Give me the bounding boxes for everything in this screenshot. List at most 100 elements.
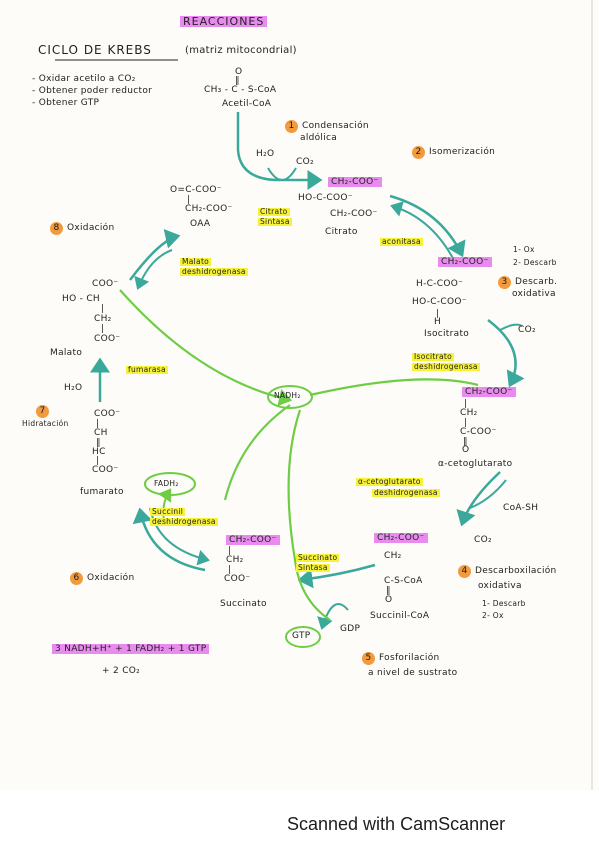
step-badge: 7 — [36, 405, 49, 418]
gdp-label: GDP — [340, 624, 361, 634]
succoa-name: Succinil-CoA — [370, 611, 430, 621]
arrow-acetylcoa-in — [236, 112, 323, 190]
enzyme-succinato-sintasa-1: Succinato — [296, 553, 340, 562]
akg-l1: CH₂-COO⁻ — [462, 387, 516, 397]
fumarato-l3: CH — [94, 428, 108, 438]
arrow-gdp-gtp — [317, 603, 349, 630]
summary-line1: 3 NADH+H⁺ + 1 FADH₂ + 1 GTP — [52, 644, 210, 654]
step-label: Oxidación — [87, 573, 135, 583]
step-label: Fosforilación — [379, 653, 440, 663]
malato-l6: COO⁻ — [94, 334, 121, 344]
step-badge: 8 — [50, 222, 63, 235]
coash-label: CoA-SH — [503, 503, 539, 513]
citrato-l2: HO-C-COO⁻ — [298, 193, 353, 203]
co2-top: CO₂ — [296, 157, 314, 167]
enzyme-isocitrato-dh-1: Isocitrato — [412, 352, 455, 361]
step-3-side2: 2- Descarb — [513, 258, 557, 267]
oaa-name: OAA — [190, 219, 211, 229]
fumarato-l1: COO⁻ — [94, 409, 121, 419]
acetylcoa-name: Acetil-CoA — [222, 99, 272, 109]
step-3-side1: 1- Ox — [513, 245, 535, 254]
co2-isocitrato: CO₂ — [518, 325, 536, 335]
isocitrato-l5: H — [434, 317, 442, 327]
acetylcoa-o: O — [235, 67, 243, 77]
akg-l4: | — [464, 418, 468, 428]
enzyme-aconitasa: aconitasa — [380, 237, 423, 246]
heading: CICLO DE KREBS — [38, 43, 152, 57]
malato-l4: CH₂ — [94, 314, 112, 324]
oaa-l2: | — [187, 195, 191, 205]
isocitrato-name: Isocitrato — [424, 329, 470, 339]
akg-l2: | — [464, 399, 468, 409]
malato-l1: COO⁻ — [92, 279, 119, 289]
step-label: Descarb. — [515, 277, 558, 287]
arrow-fumarato-succinato — [149, 507, 210, 566]
fumarato-l2: | — [96, 419, 100, 429]
step-3-label2: oxidativa — [512, 289, 556, 299]
oaa-l3: CH₂-COO⁻ — [185, 204, 233, 214]
fumarato-l6: | — [96, 456, 100, 466]
arrow-co2-isocitrato — [499, 323, 523, 331]
oaa-l1: O=C-COO⁻ — [170, 185, 222, 195]
step-8: 8 Oxidación — [50, 222, 115, 235]
succinato-name: Succinato — [220, 599, 267, 609]
enzyme-akg-dh-1: α-cetoglutarato — [356, 477, 423, 486]
succinato-l5: COO⁻ — [224, 574, 251, 584]
fumarato-l5: HC — [92, 447, 106, 457]
akg-name: α-cetoglutarato — [438, 459, 513, 469]
step-4-side2: 2- Ox — [482, 611, 504, 620]
fadh-circle — [144, 472, 196, 496]
arrow-succinato-fumarato — [132, 507, 206, 572]
enzyme-succinato-sintasa-2: Sintasa — [296, 563, 330, 572]
page-title: REACCIONES — [180, 16, 268, 27]
fumarato-name: fumarato — [80, 487, 124, 497]
arrow-malato-oaa — [129, 228, 181, 281]
isocitrato-l4: | — [436, 309, 440, 319]
enzyme-malato-dh-1: Malato — [180, 257, 212, 266]
enzyme-citrato-sintasa-1: Citrato — [258, 207, 290, 216]
objective-item: - Obtener poder reductor — [32, 86, 153, 96]
succoa-l5: O — [385, 595, 393, 605]
enzyme-citrato-sintasa-2: Sintasa — [258, 217, 292, 226]
malato-l3: | — [101, 304, 105, 314]
step-badge: 2 — [412, 146, 425, 159]
step-7: 7 — [36, 405, 53, 418]
step-label: Oxidación — [67, 223, 115, 233]
gtp-label: GTP — [292, 631, 311, 641]
step-4-label2: oxidativa — [478, 581, 522, 591]
step-label: Isomerización — [429, 147, 496, 157]
succoa-l1: CH₂-COO⁻ — [374, 533, 428, 543]
isocitrato-l1: CH₂-COO⁻ — [438, 257, 492, 267]
step-badge: 6 — [70, 572, 83, 585]
enzyme-fumarasa: fumarasa — [126, 365, 168, 374]
scanned-note-page: REACCIONES CICLO DE KREBS (matriz mitoco… — [22, 0, 593, 790]
enzyme-isocitrato-dh-2: deshidrogenasa — [412, 362, 480, 371]
acetylcoa-formula: CH₃ - C - S-CoA — [204, 85, 277, 95]
arrow-succoa-succinato — [297, 563, 376, 589]
succinato-l4: | — [228, 565, 232, 575]
nadh-circle — [267, 385, 313, 409]
succoa-l2: CH₂ — [384, 551, 402, 561]
heading-note: (matriz mitocondrial) — [185, 45, 297, 56]
step-label: Condensación — [302, 121, 369, 131]
step-1-label2: aldólica — [300, 133, 338, 143]
step-badge: 5 — [362, 652, 375, 665]
arrow-isocitrato-akg — [487, 319, 525, 388]
enzyme-succinil-dh-1: Succinil — [150, 507, 186, 516]
gtp-circle — [285, 626, 321, 648]
malato-l5: | — [101, 324, 105, 334]
diagram-arrows-layer — [55, 0, 593, 790]
enzyme-succinil-dh-2: deshidrogenasa — [150, 517, 218, 526]
fumarato-l7: COO⁻ — [92, 465, 119, 475]
malato-l2: HO - CH — [62, 294, 100, 304]
step-label: Descarboxilación — [475, 566, 557, 576]
step-7-label: Hidratación — [22, 419, 69, 428]
succoa-l4: ‖ — [386, 586, 391, 596]
green-nadh-arrows — [119, 289, 479, 621]
objective-item: - Oxidar acetilo a CO₂ — [32, 74, 136, 84]
scanner-watermark: Scanned with CamScanner — [287, 814, 506, 834]
step-2: 2 Isomerización — [412, 146, 495, 159]
akg-l3: CH₂ — [460, 408, 478, 418]
